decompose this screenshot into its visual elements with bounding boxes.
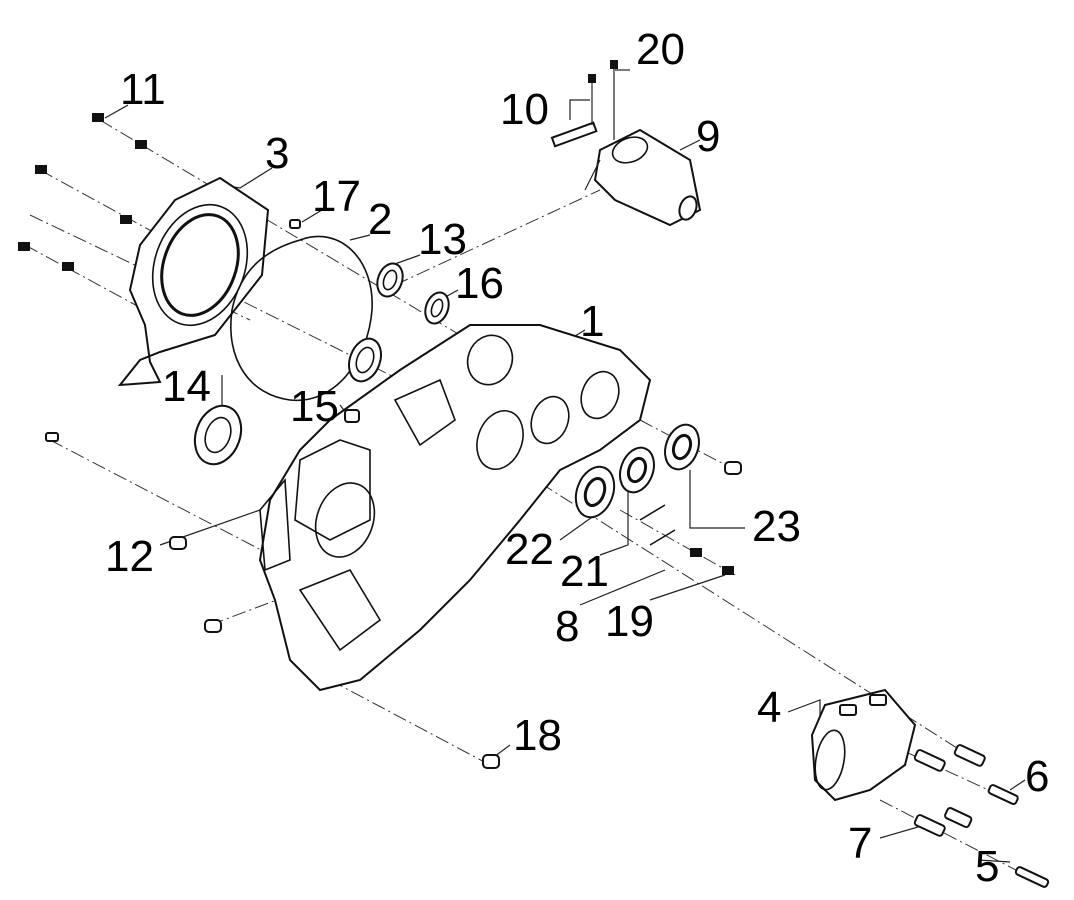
axis-line — [49, 439, 291, 566]
bolt — [913, 749, 946, 772]
oil-seal-13 — [376, 262, 404, 298]
leader-line — [649, 574, 726, 601]
starter-motor-part — [584, 128, 702, 227]
bolt-11-set — [18, 113, 147, 271]
callout-11: 11 — [120, 65, 166, 114]
leader-line — [104, 104, 129, 119]
callout-19: 19 — [605, 597, 654, 646]
callout-13: 13 — [418, 215, 467, 264]
gasket-plate-part — [117, 176, 270, 387]
callout-15: 15 — [290, 382, 339, 431]
leader-line — [1009, 779, 1026, 791]
rod-5 — [1014, 866, 1050, 888]
bolt-7 — [913, 814, 946, 837]
bolt-20 — [588, 74, 596, 83]
bearing-21 — [619, 446, 655, 494]
leader-line — [301, 209, 323, 223]
callout-6: 6 — [1025, 752, 1050, 801]
leader-line — [599, 490, 629, 556]
oil-seal-15 — [348, 337, 382, 383]
pin — [45, 432, 59, 442]
bearing-22 — [574, 465, 616, 519]
callout-5: 5 — [975, 842, 1000, 891]
axis-line — [24, 244, 201, 341]
oil-seal-16 — [424, 291, 450, 325]
bolt-19 — [722, 566, 734, 575]
pin-17 — [289, 219, 301, 229]
callout-22: 22 — [505, 525, 554, 574]
axis-line — [329, 679, 491, 766]
callout-1: 1 — [580, 297, 605, 346]
callout-16: 16 — [455, 259, 504, 308]
callout-7: 7 — [848, 819, 873, 868]
callout-4: 4 — [757, 683, 782, 732]
callout-18: 18 — [513, 711, 562, 760]
bolt-6 — [953, 744, 986, 767]
dowel-pin — [724, 461, 742, 475]
leader-line — [349, 234, 371, 241]
rod-6 — [987, 784, 1019, 805]
dowel-pin-12 — [169, 536, 187, 550]
leader-line — [679, 139, 701, 151]
callout-2: 2 — [368, 195, 393, 244]
leader-line — [689, 470, 745, 529]
dowel-pin — [204, 619, 222, 633]
axis-line — [619, 509, 736, 576]
axis-line — [99, 119, 461, 336]
callout-8: 8 — [555, 602, 580, 651]
bolt-19 — [690, 548, 702, 557]
leader-line — [977, 859, 1011, 863]
gasket-ring-part — [230, 235, 373, 402]
leader-line — [879, 824, 926, 839]
leader-line — [569, 99, 590, 120]
callout-10: 10 — [500, 85, 549, 134]
callout-23: 23 — [752, 502, 801, 551]
leader-line — [579, 569, 666, 606]
clip-8 — [639, 504, 676, 546]
axis-line — [394, 189, 601, 286]
callout-3: 3 — [265, 129, 290, 178]
cover-part-4 — [810, 688, 917, 802]
dowel-pin-18 — [482, 754, 500, 769]
callout-20: 20 — [636, 25, 685, 74]
bolt-7 — [944, 807, 973, 829]
oil-seal-14 — [193, 404, 243, 466]
callout-17: 17 — [312, 172, 361, 221]
callout-9: 9 — [696, 112, 721, 161]
bearing-23 — [664, 423, 700, 471]
callout-21: 21 — [560, 547, 609, 596]
callout-12: 12 — [105, 532, 154, 581]
bolt-20 — [610, 60, 618, 69]
bracket-10 — [550, 121, 598, 148]
callout-14: 14 — [162, 362, 211, 411]
leader-line — [559, 514, 596, 541]
pin-15 — [344, 409, 360, 423]
